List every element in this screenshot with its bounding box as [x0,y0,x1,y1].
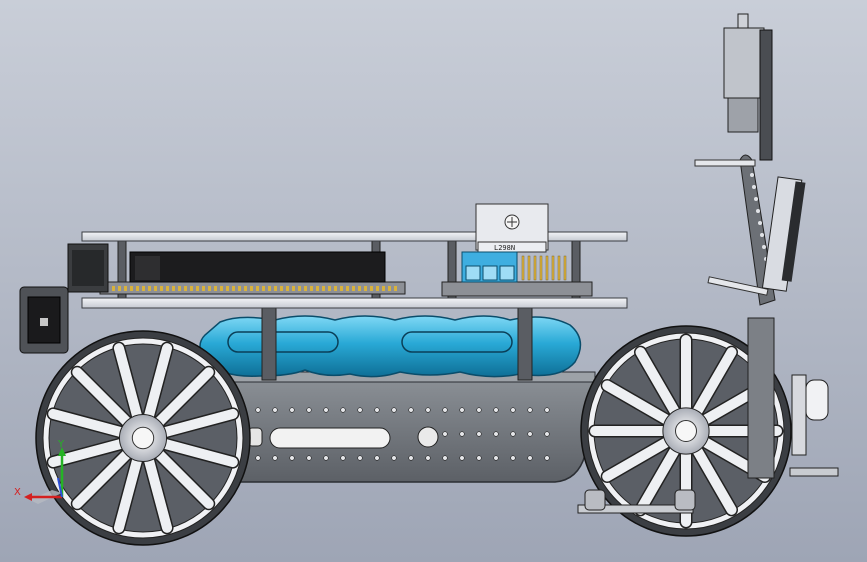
camera-module [723,13,773,161]
front-motor [67,243,109,293]
y-axis-label: Y [57,439,65,450]
x-axis-label: X [14,487,21,498]
side-sensor-board [761,176,806,292]
left-wheel [35,330,251,546]
battery-pack [199,315,582,378]
z-axis-arrow [57,477,63,498]
rear-caster [577,467,839,514]
controller-board [99,251,406,295]
power-switch[interactable] [19,286,69,354]
driver-pins [521,255,567,281]
middle-plate [81,297,628,309]
y-axis-arrowhead [58,447,66,456]
motor-driver-board: L298N [441,203,593,297]
header-pins [112,286,397,291]
top-plate [81,231,628,242]
driver-chip-label: L298N [494,244,515,252]
right-wheel [580,325,792,537]
coordinate-triad: X Y [14,439,66,504]
x-axis-arrowhead [24,493,32,501]
